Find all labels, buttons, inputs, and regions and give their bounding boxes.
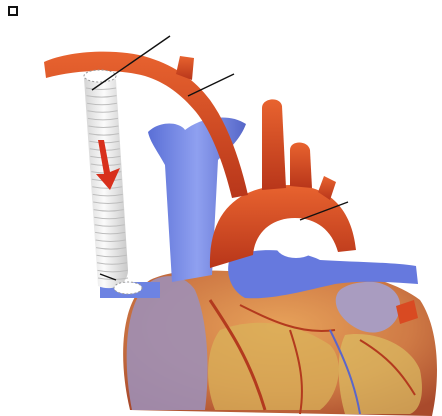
brachiocephalic-branch: [262, 99, 286, 190]
left-carotid-branch: [290, 143, 312, 189]
subclavian-artery: [44, 52, 248, 198]
